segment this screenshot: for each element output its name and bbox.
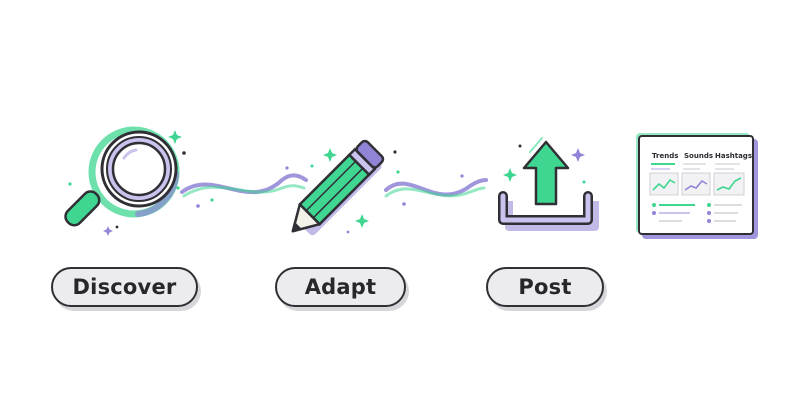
analytics-dashboard-icon: Trends Sounds Hashtags xyxy=(636,133,758,239)
post-button[interactable]: Post xyxy=(486,267,604,307)
dashboard-col-sounds: Sounds xyxy=(684,152,713,160)
wave-connector-1 xyxy=(180,166,308,208)
adapt-button[interactable]: Adapt xyxy=(275,267,406,307)
discover-label: Discover xyxy=(72,275,177,299)
dashboard-col-trends: Trends xyxy=(652,152,678,160)
adapt-label: Adapt xyxy=(304,275,377,299)
wave-connector-2 xyxy=(384,170,488,206)
post-label: Post xyxy=(518,275,572,299)
discover-button[interactable]: Discover xyxy=(51,267,198,307)
magnifier-icon xyxy=(64,126,186,236)
upload-icon xyxy=(498,137,599,231)
pencil-icon xyxy=(291,139,397,236)
dashboard-col-hashtags: Hashtags xyxy=(715,152,752,160)
